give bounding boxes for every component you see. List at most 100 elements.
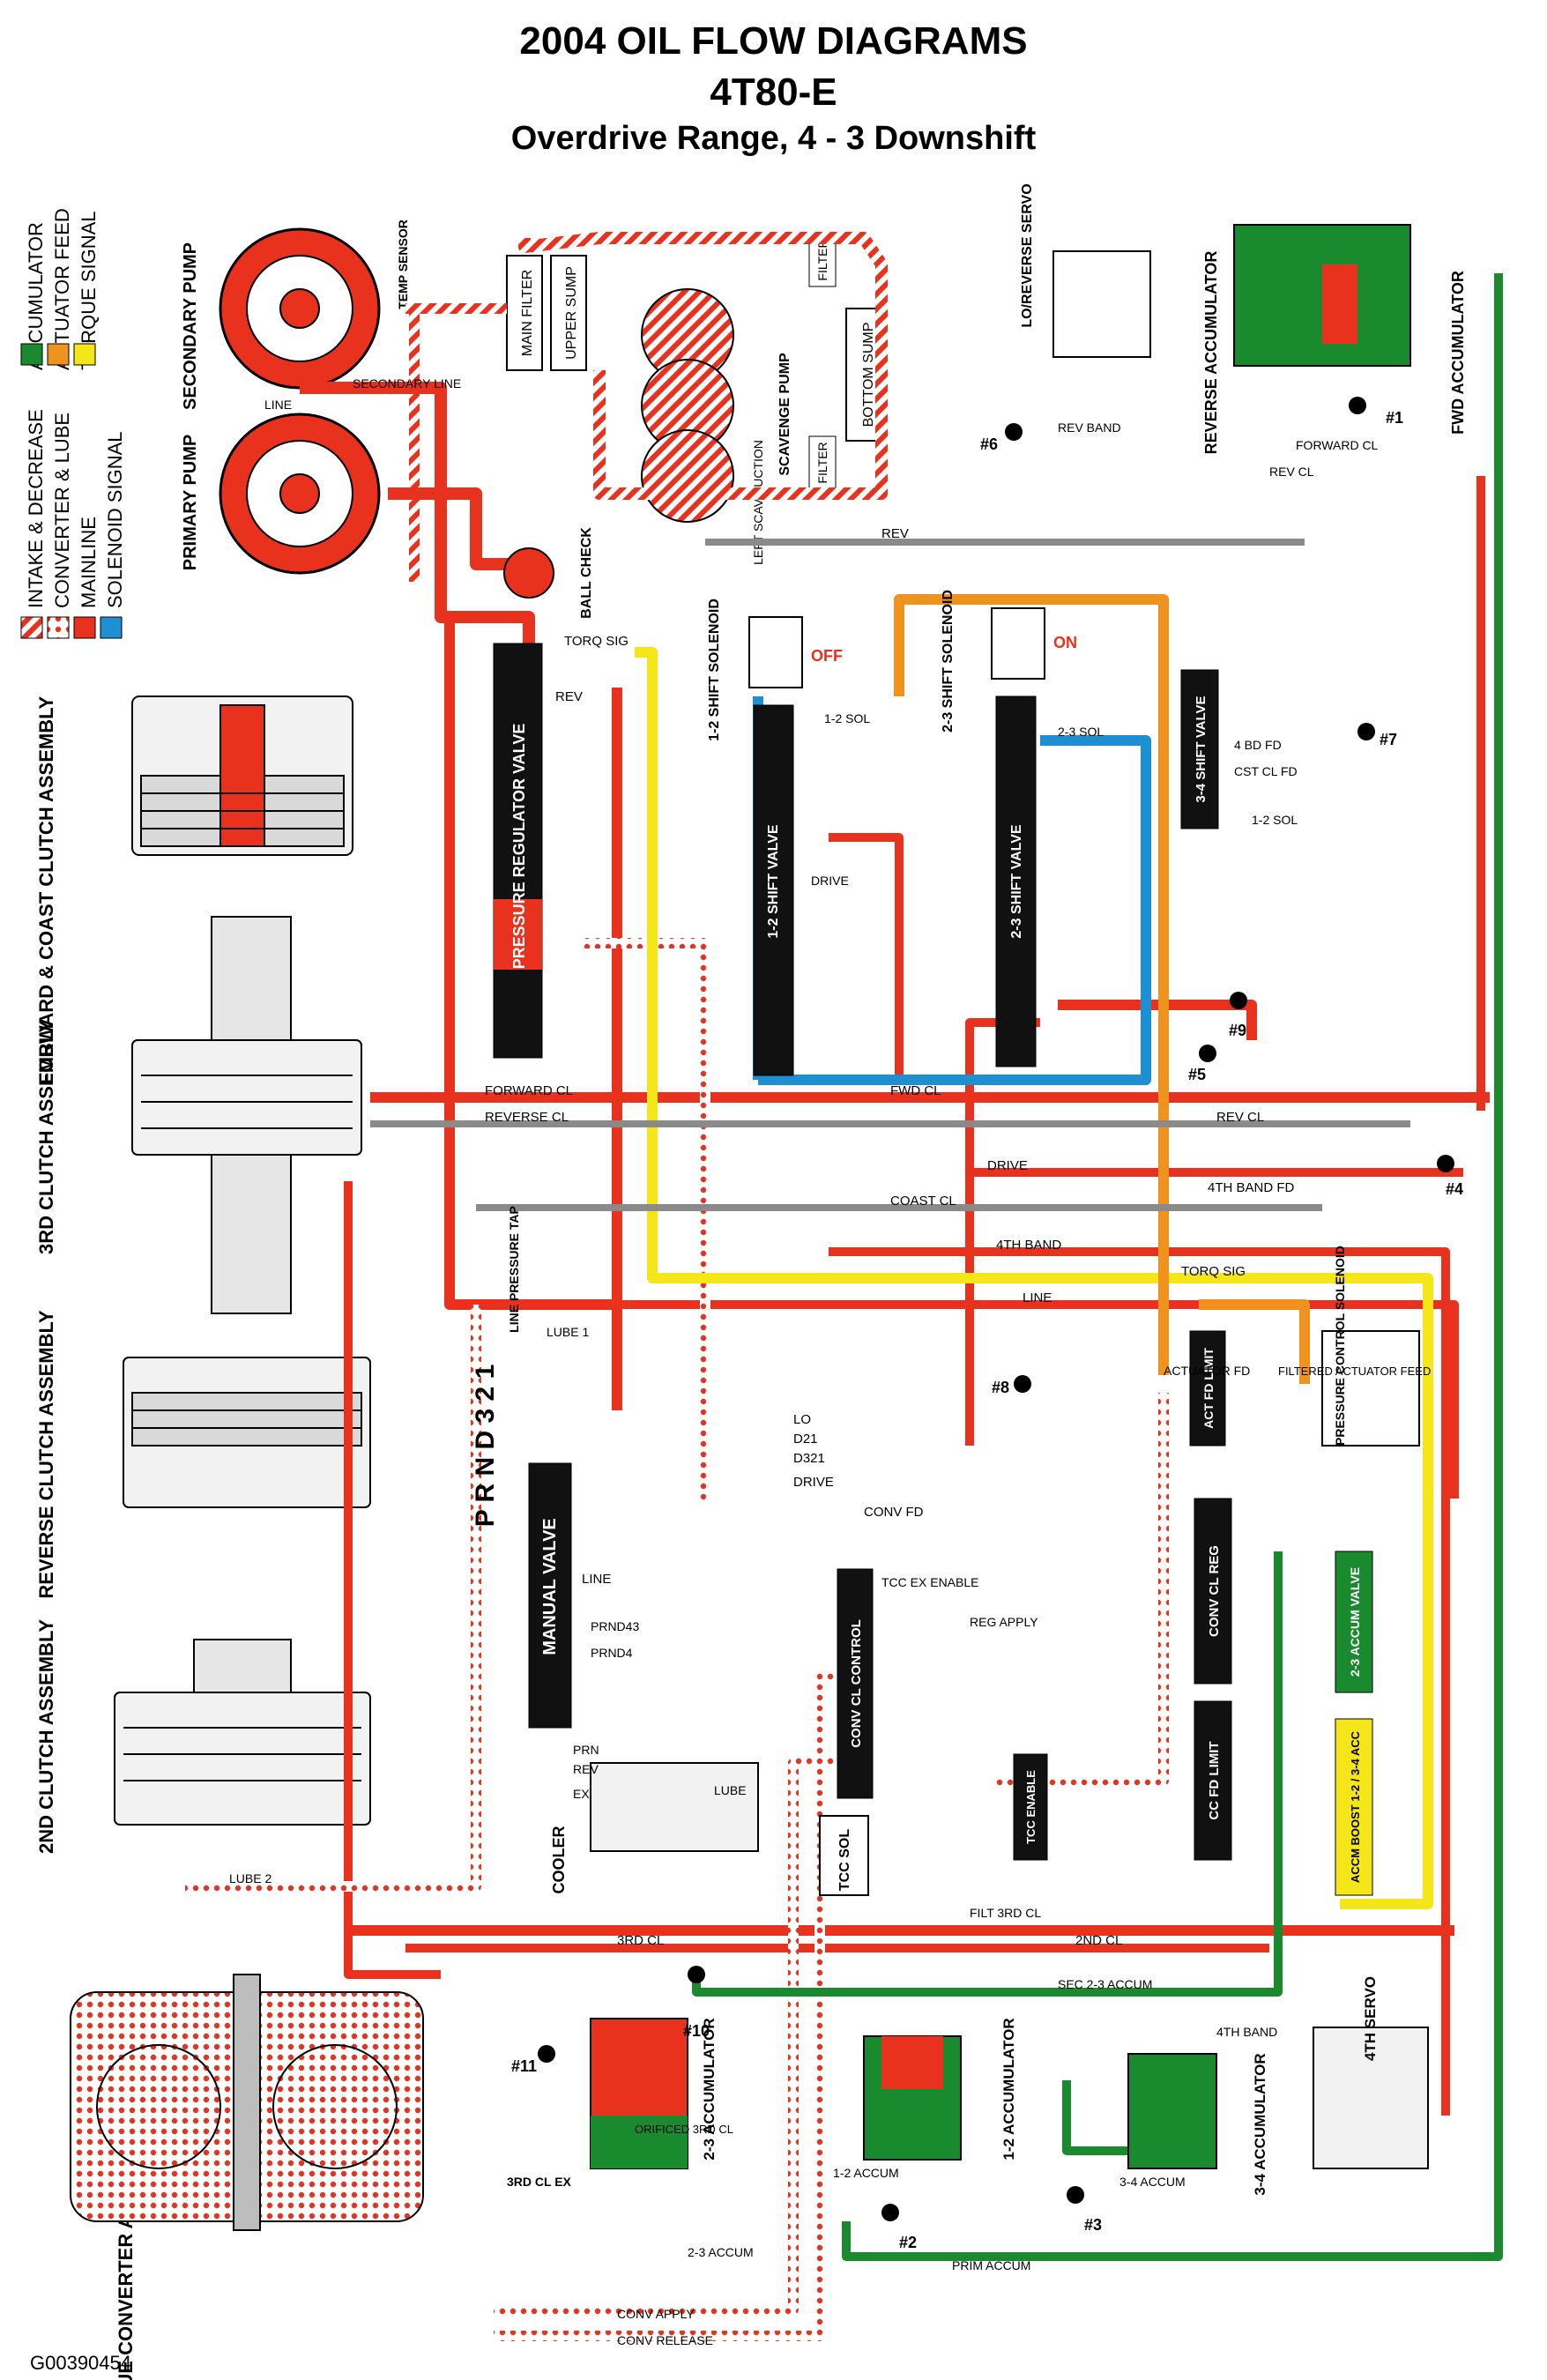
lo-reverse-servo-label: LO/REVERSE SERVO <box>1020 183 1035 327</box>
legend: ACCUMULATOR ACTUATOR FEED TORQUE SIGNAL … <box>20 208 126 639</box>
label-coast-cl: COAST CL <box>890 1194 956 1209</box>
checkball-8-label: #8 <box>992 1379 1009 1396</box>
sump-system: MAIN FILTER UPPER SUMP BOTTOM SUMP FILTE… <box>396 219 887 565</box>
bottom-sump-label: BOTTOM SUMP <box>861 323 876 428</box>
checkball-8 <box>1014 1375 1031 1393</box>
legend-solenoid: SOLENOID SIGNAL <box>104 431 126 608</box>
label-sol-2-3: 2-3 SOL <box>1058 725 1104 739</box>
primary-pump-label: PRIMARY PUMP <box>181 435 200 570</box>
label-fourth-band: 4TH BAND <box>996 1238 1061 1253</box>
label-drive: DRIVE <box>987 1158 1028 1173</box>
tcc-sol-body <box>819 1815 869 1896</box>
tcc-sol-label: TCC SOL <box>837 1829 852 1891</box>
clutch-illustrations <box>70 695 424 2231</box>
shift-1-2-label: 1-2 SHIFT VALVE <box>766 824 781 939</box>
accm-boost-label: ACCM BOOST 1-2 / 3-4 ACC <box>1349 1730 1362 1883</box>
reverse-clutch-label: REVERSE CLUTCH ASSEMBLY <box>35 1310 57 1599</box>
two-three-accumulator-green <box>591 2116 688 2168</box>
forward-coast-clutch-drawing <box>131 695 353 856</box>
label-prn: PRN <box>573 1743 599 1757</box>
act-fd-limit-valve: ACT FD LIMIT <box>1189 1330 1226 1447</box>
legend-swatch-actuator-feed <box>47 343 70 366</box>
secondary-pump-gear <box>219 227 381 390</box>
legend-swatch-torque-signal <box>73 343 96 366</box>
scavenge-pump-label: SCAVENGE PUMP <box>777 353 792 476</box>
checkball-2-label: #2 <box>899 2234 917 2251</box>
label-prnd43: PRND43 <box>591 1619 639 1633</box>
shift-1-2-valve: 1-2 SHIFT VALVE <box>753 704 794 1076</box>
pumps <box>219 227 734 575</box>
third-clutch-label: 3RD CLUTCH ASSEMBLY <box>35 1020 57 1254</box>
checkball-1 <box>1349 397 1366 414</box>
fourth-servo-label: 4TH SERVO <box>1362 1976 1379 2061</box>
label-drive-shift: DRIVE <box>811 874 849 888</box>
upper-sump-box <box>550 255 587 371</box>
label-rev-manual: REV <box>573 1762 599 1776</box>
pressure-regulator-valve: PRESSURE REGULATOR VALVE <box>493 643 543 1059</box>
label-drive-2: DRIVE <box>793 1475 834 1490</box>
checkball-3 <box>1067 2186 1084 2204</box>
solenoid-2-3-state: ON <box>1053 634 1077 651</box>
one-two-accumulator-piston <box>881 2036 943 2089</box>
diagram-code: G00390454 <box>30 2352 131 2374</box>
shift-2-3-label: 2-3 SHIFT VALVE <box>1009 824 1024 939</box>
manual-valve-label: MANUAL VALVE <box>540 1518 560 1655</box>
solenoid-2-3-label: 2-3 SHIFT SOLENOID <box>941 590 956 733</box>
conv-cl-control-valve: CONV CL CONTROL <box>837 1568 874 1799</box>
legend-swatch-mainline <box>73 616 96 639</box>
page-subtitle: Overdrive Range, 4 - 3 Downshift <box>510 120 1037 157</box>
label-forward-cl: FORWARD CL <box>485 1083 573 1098</box>
accm-boost-valve: ACCM BOOST 1-2 / 3-4 ACC <box>1335 1718 1373 1896</box>
label-fourth-band-fd: 4TH BAND FD <box>1208 1180 1295 1195</box>
three-four-accumulator-body <box>1127 2053 1217 2169</box>
second-clutch-drawing <box>114 1639 371 1826</box>
label-rev-cl: REV CL <box>1216 1110 1264 1125</box>
two-three-accumulator-label: 2-3 ACCUMULATOR <box>701 2018 718 2160</box>
conv-cl-control-label: CONV CL CONTROL <box>849 1619 864 1748</box>
fourth-servo-body <box>1313 2027 1429 2169</box>
solenoid-1-2-state: OFF <box>811 647 843 665</box>
third-cl-passage <box>344 1181 441 1979</box>
label-accum-1-2: 1-2 ACCUM <box>833 2166 899 2180</box>
tcc-enable-valve: TCC ENABLE <box>1013 1753 1048 1861</box>
solenoid-2-3-body <box>991 607 1045 680</box>
cc-fd-limit-valve: CC FD LIMIT <box>1194 1700 1232 1861</box>
checkball-1-label: #1 <box>1386 409 1403 427</box>
label-third-cl-ex: 3RD CL EX <box>507 2175 572 2189</box>
one-two-accumulator-label: 1-2 ACCUMULATOR <box>1000 2018 1017 2160</box>
checkball-10 <box>688 1966 705 1983</box>
actuator-feed-line <box>894 594 1169 1375</box>
fwd-accumulator-piston <box>1322 264 1357 344</box>
label-reverse-cl: REVERSE CL <box>485 1110 569 1125</box>
label-conv-apply: CONV APPLY <box>617 2307 695 2321</box>
line-pressure-tap-label: LINE PRESSURE TAP <box>507 1206 521 1333</box>
checkball-10-label: #10 <box>683 2022 710 2040</box>
checkball-5-label: #5 <box>1188 1066 1206 1083</box>
shift-3-4-valve: 3-4 SHIFT VALVE <box>1180 669 1219 829</box>
label-ex-manual: EX <box>573 1787 590 1801</box>
label-prnd4: PRND4 <box>591 1646 633 1660</box>
label-line-manual: LINE <box>582 1572 611 1587</box>
label-filt-3rd-cl: FILT 3RD CL <box>970 1906 1041 1920</box>
ball-check-body <box>503 547 554 599</box>
checkball-11 <box>538 2045 555 2063</box>
label-line: LINE <box>1023 1290 1052 1305</box>
legend-mainline: MAINLINE <box>78 517 100 608</box>
label-prim-accum: PRIM ACCUM <box>952 2258 1030 2272</box>
page-title: 2004 OIL FLOW DIAGRAMS <box>519 19 1028 63</box>
model-title: 4T80-E <box>710 71 837 114</box>
second-clutch-label: 2ND CLUTCH ASSEMBLY <box>35 1619 57 1854</box>
fourth-band-passage <box>829 1247 1450 2116</box>
accum-2-3-valve: 2-3 ACCUM VALVE <box>1335 1551 1373 1693</box>
three-four-accumulator-label: 3-4 ACCUMULATOR <box>1252 2053 1268 2195</box>
label-fwd-cl: FWD CL <box>890 1083 941 1098</box>
lube-2-line <box>185 1305 481 1892</box>
label-d21: D21 <box>793 1432 818 1447</box>
checkball-3-label: #3 <box>1084 2216 1102 2234</box>
label-orificed-3rd-cl: ORIFICED 3RD CL <box>635 2123 733 2136</box>
pressure-regulator-label: PRESSURE REGULATOR VALVE <box>510 724 528 970</box>
legend-converter: CONVERTER & LUBE <box>51 413 73 608</box>
checkball-6-label: #6 <box>980 435 998 453</box>
checkball-9-label: #9 <box>1229 1022 1246 1039</box>
